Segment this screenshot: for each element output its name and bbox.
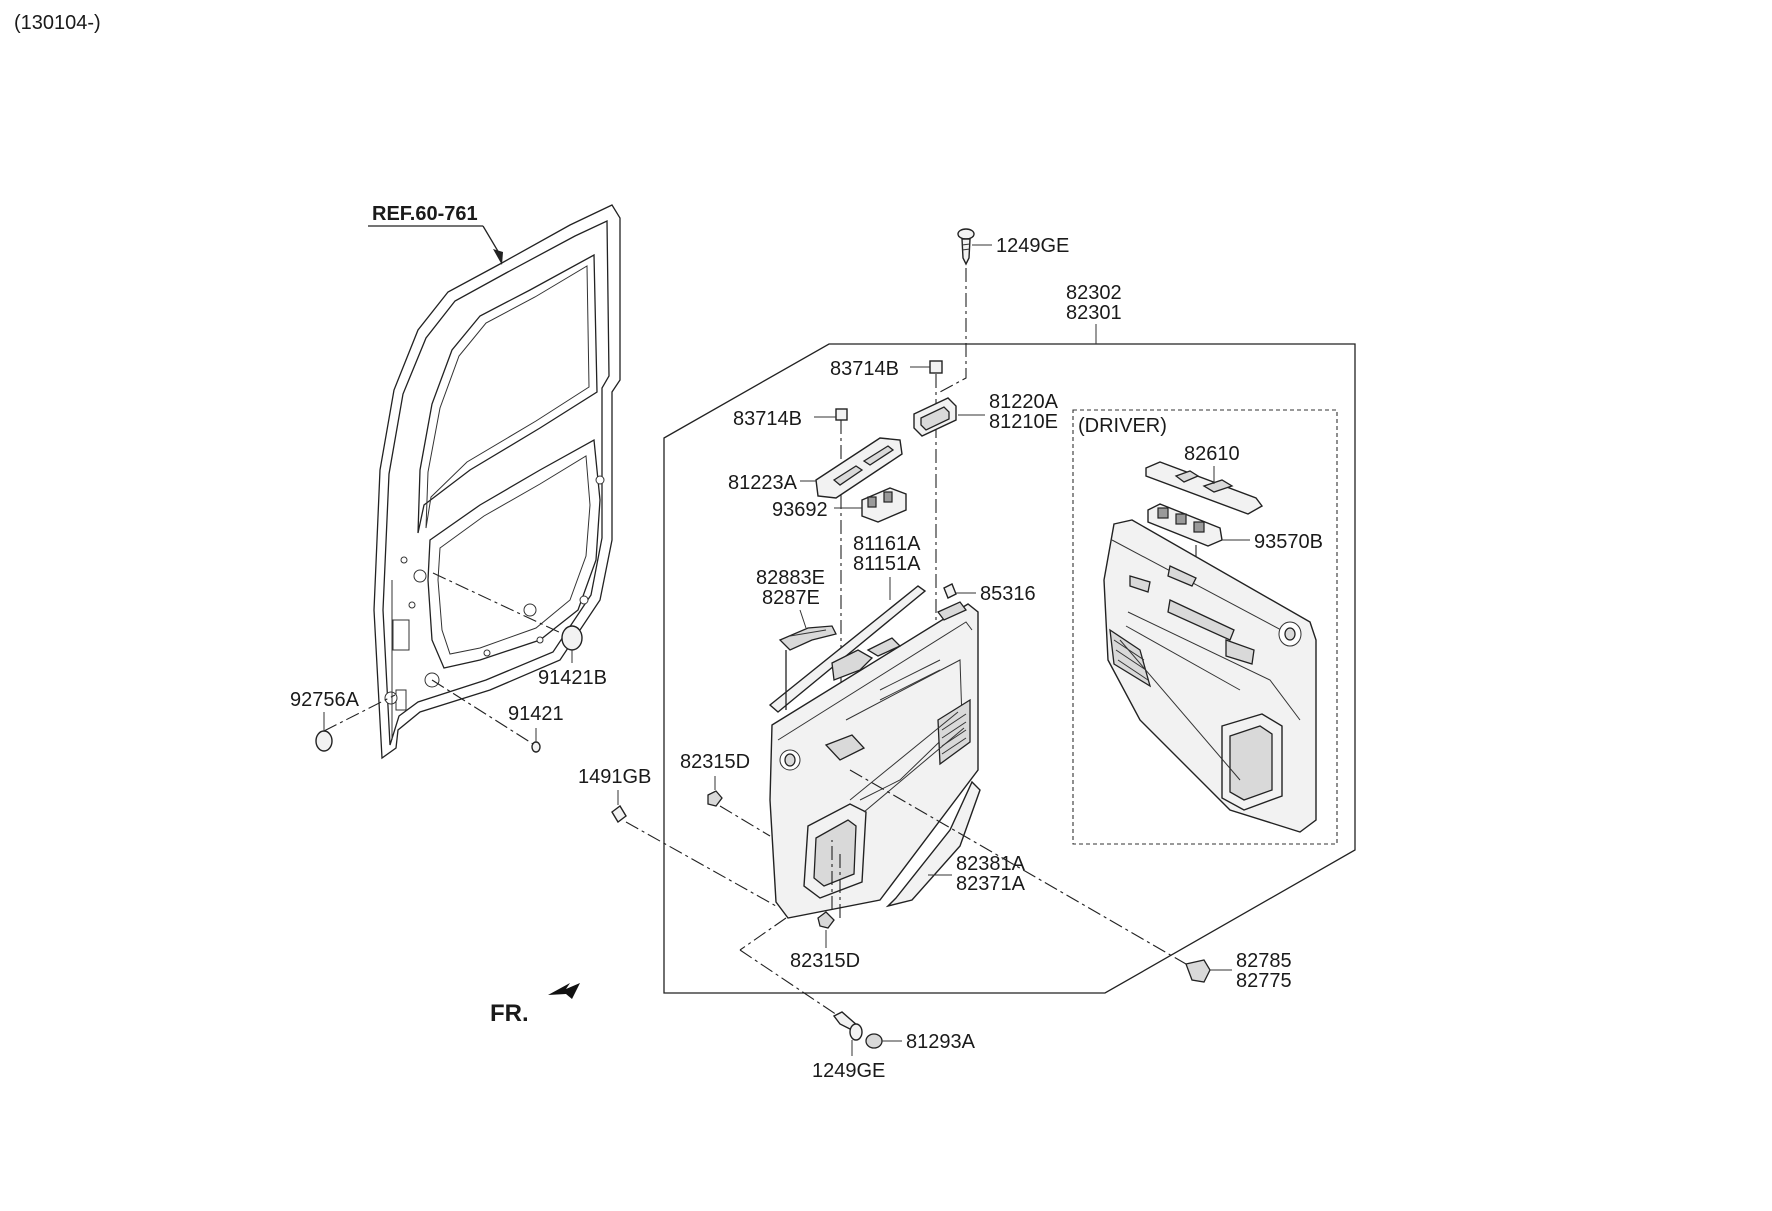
pull-handle-82883e-icon xyxy=(778,625,837,651)
part-label-92756a: 92756A xyxy=(290,689,360,711)
cap-82785-icon xyxy=(1185,959,1211,983)
clip-82315d-lower-icon xyxy=(817,911,835,929)
reference-arrow-icon xyxy=(493,249,503,265)
clip-82315d-upper-icon xyxy=(707,790,723,807)
clip-83714b-top-icon xyxy=(929,360,943,374)
part-label-82883e: 82883E xyxy=(756,567,825,589)
clip-83714b-lower-icon xyxy=(835,408,848,421)
part-label-8287e: 8287E xyxy=(762,587,820,609)
weatherstrip-81161a-icon xyxy=(768,585,927,713)
part-label-81151a: 81151A xyxy=(853,553,921,575)
part-label-81223a: 81223A xyxy=(728,472,798,494)
switch-bezel-82610-icon xyxy=(1145,461,1264,515)
part-label-82785: 82785 xyxy=(1236,950,1292,972)
part-label-81161a: 81161A xyxy=(853,533,921,555)
part-label-1491gb: 1491GB xyxy=(578,766,651,788)
driver-variant-label: (DRIVER) xyxy=(1078,415,1167,437)
part-label-82610: 82610 xyxy=(1184,443,1240,465)
clip-1491gb-icon xyxy=(611,804,627,824)
screw-1249ge-top-icon xyxy=(957,228,975,266)
part-label-93692: 93692 xyxy=(772,499,828,521)
plug-91421b-icon xyxy=(561,625,583,651)
part-label-81220a: 81220A xyxy=(989,391,1059,413)
part-label-91421b: 91421B xyxy=(538,667,607,689)
part-label-82381a: 82381A xyxy=(956,853,1026,875)
serial-range-label: (130104-) xyxy=(14,12,101,34)
driver-door-trim-panel-icon xyxy=(1103,519,1317,833)
clip-85316-icon xyxy=(943,583,957,599)
driver-variant-box xyxy=(1072,409,1338,845)
switch-bezel-81223a-icon xyxy=(815,437,903,499)
part-label-1249ge-top: 1249GE xyxy=(996,235,1069,257)
part-label-83714b-top: 83714B xyxy=(830,358,899,380)
part-label-82371a: 82371A xyxy=(956,873,1026,895)
trim-strip-82381a-icon xyxy=(885,780,981,908)
reference-label: REF.60-761 xyxy=(372,203,478,225)
front-arrow-icon xyxy=(548,983,580,999)
window-switch-93692-icon xyxy=(861,487,907,523)
part-label-81293a: 81293A xyxy=(906,1031,976,1053)
plug-92756a-icon xyxy=(315,730,333,752)
part-label-82315d-lower: 82315D xyxy=(790,950,860,972)
part-label-81210e: 81210E xyxy=(989,411,1058,433)
part-label-82775: 82775 xyxy=(1236,970,1292,992)
part-label-82315d-upper: 82315D xyxy=(680,751,750,773)
front-indicator-label: FR. xyxy=(490,1000,529,1027)
handle-bezel-81220a-icon xyxy=(913,397,957,437)
part-label-91421: 91421 xyxy=(508,703,564,725)
part-label-82302: 82302 xyxy=(1066,282,1122,304)
door-trim-panel-icon xyxy=(769,601,979,919)
door-frame-assembly xyxy=(373,204,621,760)
assembly-outline xyxy=(663,343,1356,994)
screw-1249ge-bottom-icon xyxy=(832,1011,863,1041)
part-label-85316: 85316 xyxy=(980,583,1036,605)
part-label-93570b: 93570B xyxy=(1254,531,1323,553)
cap-81293a-icon xyxy=(865,1033,883,1049)
part-label-1249ge-bottom: 1249GE xyxy=(812,1060,885,1082)
part-label-83714b-lower: 83714B xyxy=(733,408,802,430)
part-label-82301: 82301 xyxy=(1066,302,1122,324)
